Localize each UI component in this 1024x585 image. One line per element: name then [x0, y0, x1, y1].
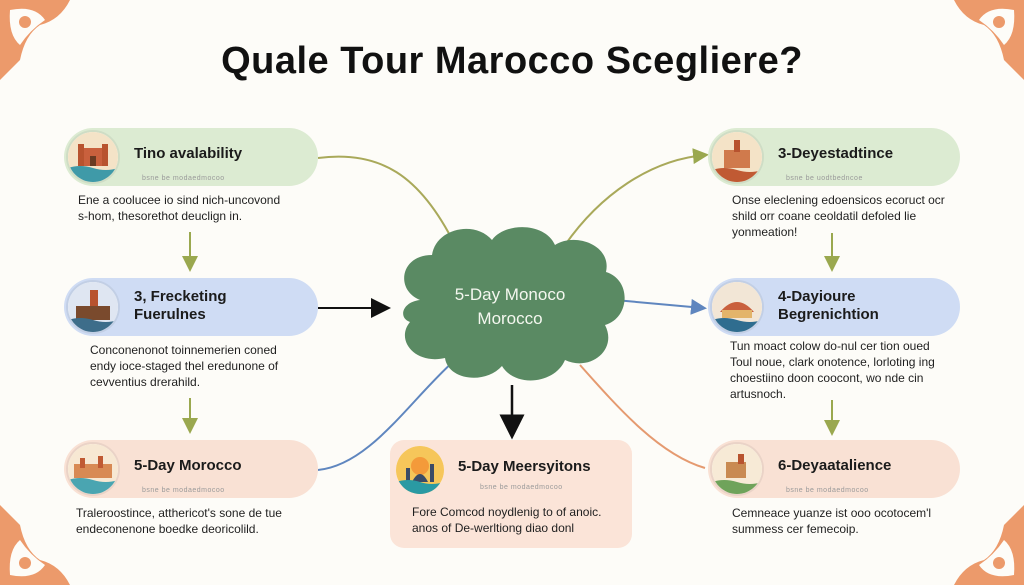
bottom-node: 5-Day Meersyitons bsne be modaedmocoo Fo… [390, 440, 632, 548]
left-node-3-description: Traleroostince, atthericot's sone de tue… [76, 506, 282, 536]
right-node-3-description: Cemneace yuanze ist ooo ocotocem'l summe… [732, 506, 932, 536]
connector-right-bottom [579, 364, 706, 469]
diagram-title: Quale Tour Marocco Scegliere? [221, 40, 803, 82]
right-node-2-title: 4-Dayioure Begrenichtion [778, 288, 879, 323]
arrow-to-right-middle [614, 298, 707, 315]
center-cloud-shape [403, 227, 625, 381]
right-node-1-description: Onse eleclening edoensicos ecoruct ocr s… [732, 193, 945, 239]
bottom-node-title: 5-Day Meersyitons [458, 458, 591, 475]
left-node-3-subtitle: bsne be modaedmocoo [142, 487, 225, 494]
minaret-icon [68, 282, 118, 332]
right-node-1: 3-Deyestadtince bsne be uodtbedncoe [708, 128, 960, 186]
medina-icon [68, 444, 118, 494]
right-node-1-subtitle: bsne be uodtbedncoe [786, 175, 863, 182]
left-node-1: Tino avalability bsne be modaedmocoo [64, 128, 318, 186]
right-node-1-title: 3-Deyestadtince [778, 145, 894, 162]
arrow-to-right-top [564, 148, 709, 246]
desert-city-icon [396, 446, 444, 494]
corner-ornament-top-left [0, 0, 70, 80]
left-node-3-title: 5-Day Morocco [134, 457, 242, 474]
center-node-label: 5-Day Monoco Morocco [454, 285, 566, 328]
left-node-1-subtitle: bsne be modaedmocoo [142, 175, 225, 182]
right-node-2: 4-Dayioure Begrenichtion [708, 278, 960, 336]
fortress-icon [712, 132, 762, 182]
connector-left-top [317, 155, 456, 246]
palace-icon [712, 282, 762, 332]
bottom-node-subtitle: bsne be modaedmocoo [480, 484, 563, 491]
left-node-3: 5-Day Morocco bsne be modaedmocoo [64, 440, 318, 498]
bottom-node-description: Fore Comcod noydlenig to of anoic. anos … [412, 505, 602, 535]
left-node-2-title: 3, Frecketing Fuerulnes [134, 288, 227, 323]
left-node-1-title: Tino avalability [134, 145, 243, 162]
corner-ornament-top-right [954, 0, 1024, 80]
right-node-3-title: 6-Deyaatalience [778, 457, 892, 474]
right-node-2-description: Tun moact colow do-nul cer tion oued Tou… [730, 339, 935, 401]
right-node-3: 6-Deyaatalience bsne be modaedmocoo [708, 440, 960, 498]
corner-ornament-bottom-left [0, 505, 70, 585]
left-node-2-description: Conconenonot toinnemerien coned endy ioc… [90, 343, 279, 389]
left-node-2: 3, Frecketing Fuerulnes [64, 278, 318, 336]
left-node-1-description: Ene a coolucee io sind nich-uncovond s-h… [78, 193, 281, 223]
connector-left-bottom [317, 359, 456, 471]
right-node-3-subtitle: bsne be modaedmocoo [786, 487, 869, 494]
village-icon [712, 444, 762, 494]
kasbah-icon [68, 132, 118, 182]
corner-ornament-bottom-right [954, 505, 1024, 585]
